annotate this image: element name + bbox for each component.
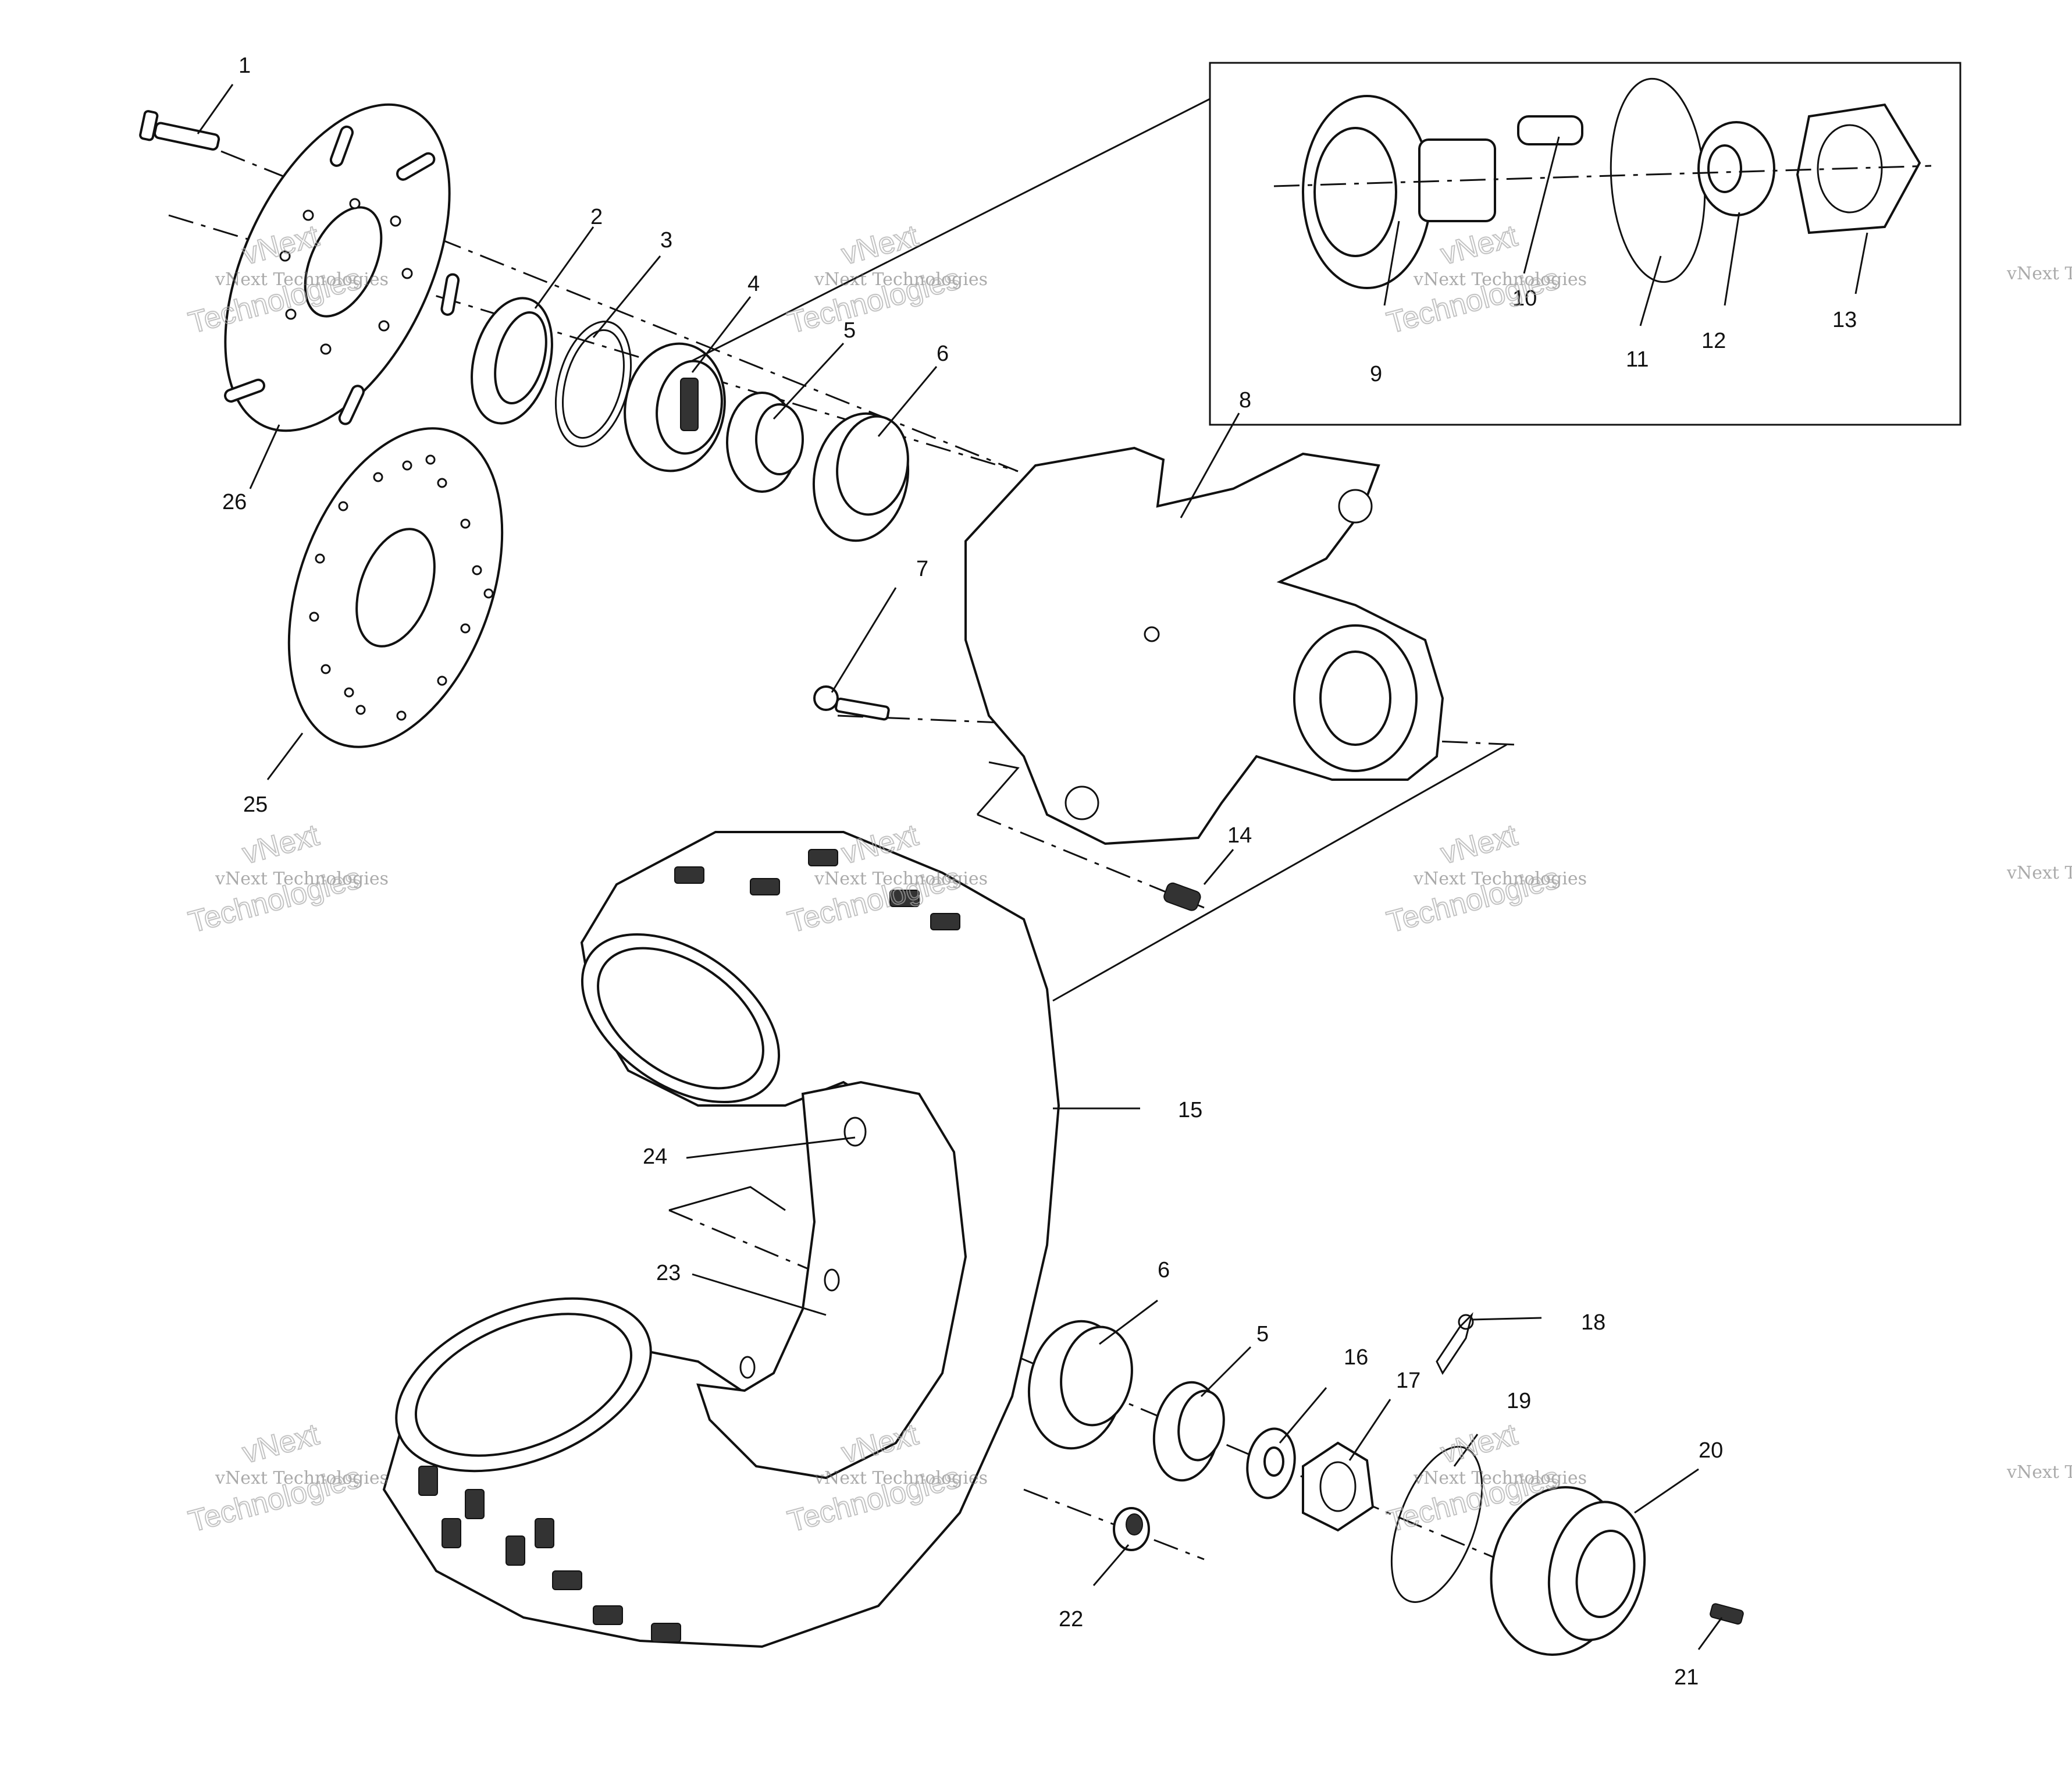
part-2-seal [471,297,553,425]
callout-20: 20 [1699,1438,1723,1463]
callout-26: 26 [222,490,247,514]
wm-small: vNext Technologies [814,1468,988,1488]
part-14-grease-fitting [1163,882,1201,911]
callout-5: 5 [843,318,856,343]
wm-small: vNext Technologies [1413,1468,1587,1488]
wm-large1: vNext [239,818,323,871]
wm-large1: vNext [239,1417,323,1470]
callout-22: 22 [1059,1607,1083,1631]
part-6-race-lower [1027,1320,1133,1450]
callout-25: 25 [243,792,268,817]
wm-small: vNext Technologies [1413,869,1587,889]
part-19-o-ring [1390,1446,1483,1603]
callout-numbers: 1 2 3 4 5 6 7 8 9 10 11 12 13 14 15 16 1… [222,54,1857,1690]
wm-small: vNext Technologies [215,1468,389,1488]
wm-small: vNext Technologies [215,869,389,889]
part-5-bearing-cone-lower [1152,1381,1225,1482]
callout-6b: 6 [1158,1258,1170,1282]
callout-1: 1 [238,54,251,78]
wm-large1: vNext [1437,818,1521,871]
callout-19: 19 [1507,1389,1531,1413]
callout-5b: 5 [1256,1322,1269,1346]
wm-small: vNext Technologies [215,269,389,290]
callout-6: 6 [937,342,949,366]
part-4-bearing [624,342,726,472]
callout-18: 18 [1581,1310,1605,1335]
wm-small: vNext Technologies [2006,1462,2072,1483]
callout-23: 23 [656,1261,681,1285]
part-18-cotter-pin [1436,1312,1474,1375]
callout-3: 3 [660,228,672,253]
part-26-brake-disc [224,103,460,432]
callout-17: 17 [1396,1368,1421,1393]
part-22-valve [1113,1507,1150,1551]
part-20-hub-cap [1490,1486,1646,1656]
wm-small: vNext Technologies [1413,269,1587,290]
wm-small: vNext Technologies [814,869,988,889]
callout-14: 14 [1227,823,1252,848]
wm-large1: vNext [1437,219,1521,272]
wm-small: vNext Technologies [2006,264,2072,284]
wm-small: vNext Technologies [2006,863,2072,883]
part-6-race-top [812,412,910,542]
callout-12: 12 [1701,329,1726,353]
part-21-screw [1710,1603,1744,1625]
callout-21: 21 [1674,1665,1699,1690]
part-1-bolt [139,110,220,151]
callout-7: 7 [916,557,928,581]
callout-leaders [197,84,1868,1650]
part-25-brake-disc [287,427,504,748]
callout-11: 11 [1626,347,1649,372]
part-5-bearing-cone-top [726,392,804,493]
callout-8: 8 [1239,388,1251,413]
callout-16: 16 [1344,1345,1368,1370]
callout-13: 13 [1832,308,1857,332]
wm-large1: vNext [838,219,922,272]
part-7-bolt [813,685,890,721]
callout-10: 10 [1512,286,1537,311]
inset-box [692,62,1961,426]
part-8-knuckle [964,446,1444,845]
callout-4: 4 [747,272,760,296]
wm-small: vNext Technologies [814,269,988,290]
part-16-washer [1246,1427,1296,1499]
callout-24: 24 [643,1144,667,1169]
callout-15: 15 [1178,1098,1202,1122]
part-17-castle-nut [1302,1441,1375,1532]
part-23-wheel-rim [696,1080,967,1480]
wm-large1: vNext [1437,1417,1521,1470]
callout-9: 9 [1370,362,1382,386]
callout-2: 2 [590,205,603,229]
